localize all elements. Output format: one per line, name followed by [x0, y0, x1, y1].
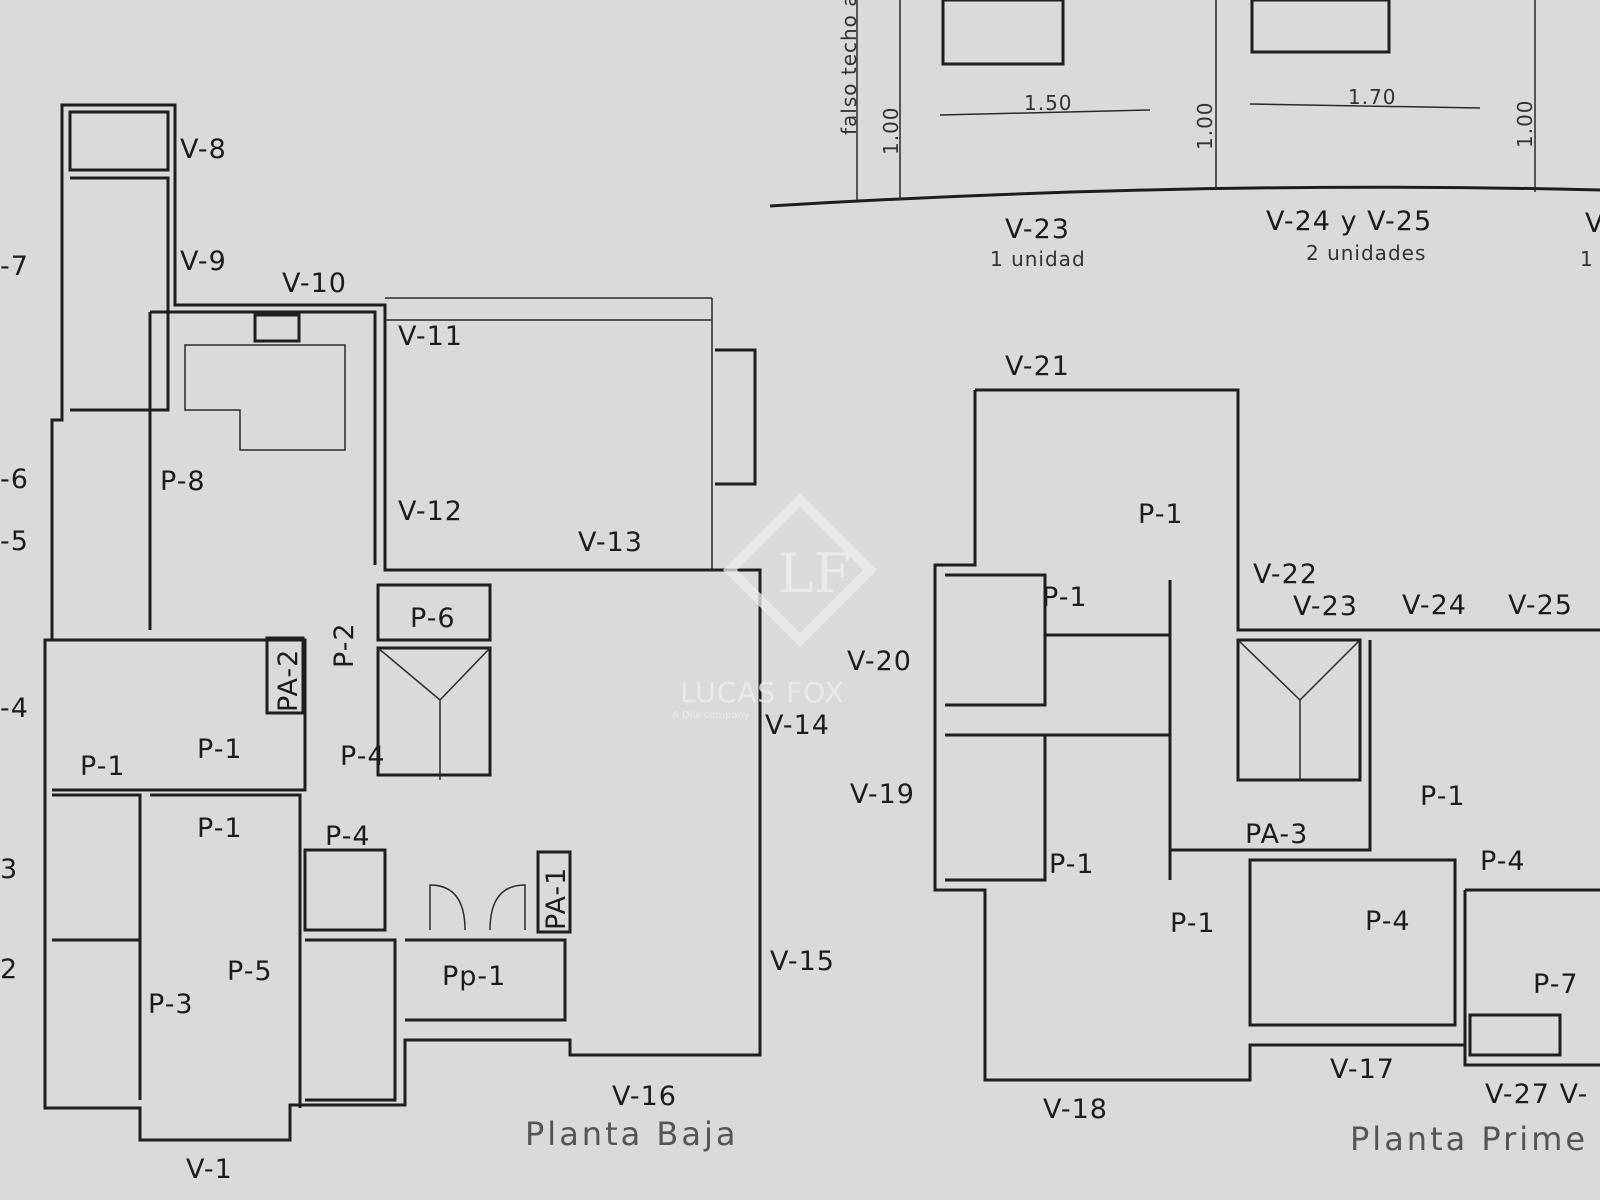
label: P-1 [1170, 908, 1216, 939]
label: V-13 [578, 527, 643, 558]
label: P-3 [148, 989, 194, 1020]
label: V-27 V- [1485, 1079, 1588, 1110]
window-type: V-23 [1005, 214, 1070, 245]
label: P-1 [197, 813, 243, 844]
falso-techo-note: falso techo a [837, 0, 861, 135]
label: V-9 [180, 246, 227, 277]
ground-line [769, 185, 1600, 208]
watermark-brand: LUCAS FOX [680, 676, 845, 709]
label: Pp-1 [442, 961, 506, 992]
label: V-17 [1330, 1054, 1395, 1085]
label: V-22 [1253, 559, 1318, 590]
ground-floor-title: Planta Baja [525, 1115, 738, 1153]
label: V-20 [847, 646, 912, 677]
label: 3 [0, 854, 18, 885]
window-type: V-24 y V-25 [1266, 206, 1432, 237]
watermark-diamond-icon [722, 492, 878, 648]
label: 2 [0, 954, 18, 985]
label: V-1 [186, 1154, 233, 1185]
label: P-1 [197, 734, 243, 765]
label: -6 [0, 464, 29, 495]
label: V-10 [282, 268, 347, 299]
label: P-1 [1049, 849, 1095, 880]
window-qty: 1 unidad [990, 247, 1086, 271]
label: PA-1 [541, 867, 572, 930]
window-type: V [1585, 208, 1600, 239]
window-schedule: falso techo a 1.00 1.50 1.00 1.70 1.00 V… [769, 0, 1600, 271]
label: V-12 [398, 496, 463, 527]
label: P-1 [1042, 582, 1088, 613]
label: V-18 [1043, 1094, 1108, 1125]
label: V-23 [1293, 591, 1358, 622]
window-v24-elevation [1250, 0, 1391, 54]
label: P-1 [1420, 781, 1466, 812]
label: P-1 [1138, 499, 1184, 530]
label: V-25 [1508, 590, 1573, 621]
label: P-1 [80, 751, 126, 782]
window-v23-elevation [941, 0, 1065, 66]
label: P-4 [1365, 906, 1411, 937]
window-qty: 2 unidades [1306, 241, 1426, 265]
label: V-21 [1005, 351, 1070, 382]
window-qty: 1 [1580, 247, 1594, 271]
label: PA-3 [1245, 819, 1308, 850]
label: V-8 [180, 134, 227, 165]
label: -5 [0, 526, 29, 557]
label: P-5 [227, 956, 273, 987]
label: V-11 [398, 321, 463, 352]
label: PA-2 [273, 649, 304, 712]
label: P-7 [1533, 969, 1579, 1000]
ground-floor-plan [43, 103, 762, 1142]
dimension: 1.00 [1513, 99, 1537, 148]
dimension: 1.00 [1193, 101, 1217, 150]
dimension: 1.50 [1024, 91, 1073, 115]
first-floor-labels: V-21 P-1 V-22 P-1 V-23 V-24 V-25 V-20 V-… [847, 351, 1588, 1158]
label: P-6 [410, 603, 456, 634]
first-floor-title: Planta Prime [1350, 1120, 1588, 1158]
first-floor-plan [933, 388, 1600, 1082]
label: V-19 [850, 779, 915, 810]
label: P-4 [1480, 846, 1526, 877]
dimension: 1.00 [879, 106, 903, 155]
dimension: 1.70 [1348, 85, 1397, 109]
watermark-tagline: A Dils company [672, 710, 750, 721]
label: P-8 [160, 466, 206, 497]
label: V-16 [612, 1081, 677, 1112]
watermark-monogram: LF [778, 542, 851, 605]
label: V-24 [1402, 590, 1467, 621]
ground-floor-labels: V-8 -7 V-9 V-10 V-11 -6 P-8 -5 V-12 V-13… [0, 134, 835, 1185]
label: -7 [0, 251, 29, 282]
label: P-4 [325, 821, 371, 852]
label: V-14 [765, 710, 830, 741]
label: P-4 [340, 741, 386, 772]
label: P-2 [329, 622, 360, 668]
label: V-15 [770, 946, 835, 977]
label: -4 [0, 693, 29, 724]
lucas-fox-watermark: LF LUCAS FOX A Dils company [672, 492, 878, 721]
